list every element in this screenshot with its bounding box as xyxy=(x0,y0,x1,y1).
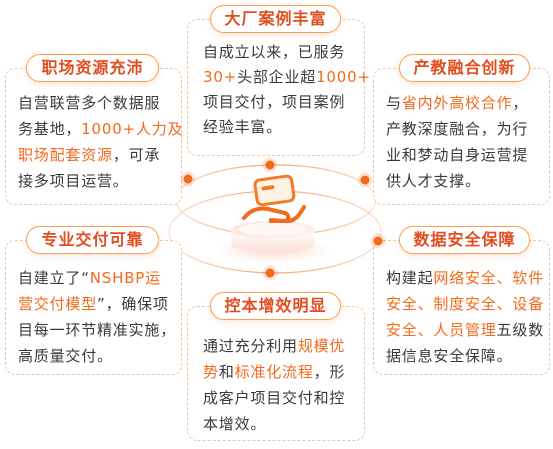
card-text-line: 据信息安全保障。 xyxy=(386,343,544,369)
card-text-line: 目每一环节精准实施， xyxy=(18,317,176,343)
highlight-text: 30+ xyxy=(203,68,238,86)
card-text: 本增效。 xyxy=(203,415,267,433)
card-text-line: 接多项目运营。 xyxy=(18,168,183,194)
card-text-line: 自建立了“NSHBP运 xyxy=(18,265,176,291)
card-text-line: 成客户项目交付和控 xyxy=(203,385,345,411)
card-text: 接多项目运营。 xyxy=(18,172,129,190)
highlight-text: 省内外高校合作 xyxy=(401,94,513,112)
card-text-line: 产教深度融合，为行 xyxy=(386,116,528,142)
card-text-line: 30+头部企业超1000+ xyxy=(203,65,371,90)
highlight-text: 网络安全、软件 xyxy=(433,269,545,287)
card-title-tag: 大厂案例丰富 xyxy=(210,5,341,33)
highlight-text: 职场配套资源 xyxy=(18,146,113,164)
card-text: 自建立了“ xyxy=(18,269,90,287)
feature-card-resources: 职场资源充沛 自营联营多个数据服务基地，1000+人力及职场配套资源，可承接多项… xyxy=(5,54,183,205)
card-title-tag: 数据安全保障 xyxy=(399,226,530,254)
card-text-line: 高质量交付。 xyxy=(18,343,176,369)
feature-card-delivery: 专业交付可靠 自建立了“NSHBP运营交付模型”，确保项目每一环节精准实施，高质… xyxy=(5,226,182,375)
card-text-line: 构建起网络安全、软件 xyxy=(386,265,544,291)
hand-holding-card-icon xyxy=(242,174,306,223)
card-text-line: 营交付模型”，确保项 xyxy=(18,291,176,317)
highlight-text: 营交付模型 xyxy=(18,295,98,313)
card-title-tag: 专业交付可靠 xyxy=(26,226,159,254)
highlight-text: 1000+人力及 xyxy=(81,120,184,138)
card-text: 自成立以来，已服务 xyxy=(203,43,346,61)
card-text: 成客户项目交付和控 xyxy=(203,389,346,407)
card-text-line: 业和梦动自身运营提 xyxy=(386,142,528,168)
card-text: 头部企业超 xyxy=(237,68,317,86)
card-body: 构建起网络安全、软件安全、制度安全、设备安全、人员管理五级数据信息安全保障。 xyxy=(386,265,544,369)
card-text-line: 自成立以来，已服务 xyxy=(203,40,371,65)
card-text-line: 安全、制度安全、设备 xyxy=(386,291,544,317)
card-text: 产教深度融合，为行 xyxy=(386,120,529,138)
card-title-tag: 控本增效明显 xyxy=(210,292,341,320)
card-text-line: 通过充分利用规模优 xyxy=(203,333,345,359)
card-body: 自建立了“NSHBP运营交付模型”，确保项目每一环节精准实施，高质量交付。 xyxy=(18,265,176,369)
highlight-text: 安全、人员管理 xyxy=(386,321,497,339)
card-text: 与 xyxy=(386,94,402,112)
card-text: 经验丰富。 xyxy=(203,118,283,136)
card-text-line: 经验丰富。 xyxy=(203,115,371,140)
card-text-line: 势和标准化流程，形 xyxy=(203,359,345,385)
card-text: 自营联营多个数据服 xyxy=(18,94,161,112)
card-text: 通过充分利用 xyxy=(203,337,298,355)
card-text-line: 安全、人员管理五级数 xyxy=(386,317,544,343)
card-text: 五级数 xyxy=(496,321,545,339)
card-text-line: 供人才支撑。 xyxy=(386,168,528,194)
card-text-line: 与省内外高校合作， xyxy=(386,90,528,116)
card-text: ，形 xyxy=(313,363,346,381)
card-body: 自成立以来，已服务 30+头部企业超1000+ 项目交付，项目案例经验丰富。 xyxy=(203,40,371,140)
card-text: 业和梦动自身运营提 xyxy=(386,146,529,164)
card-body: 通过充分利用规模优势和标准化流程，形成客户项目交付和控本增效。 xyxy=(203,333,345,437)
card-body: 与省内外高校合作， 产教深度融合，为行业和梦动自身运营提供人才支撑。 xyxy=(386,90,528,194)
card-text: 供人才支撑。 xyxy=(386,172,481,190)
feature-card-efficiency: 控本增效明显 通过充分利用规模优势和标准化流程，形成客户项目交付和控本增效。 xyxy=(187,292,365,441)
card-text-line: 职场配套资源，可承 xyxy=(18,142,183,168)
highlight-text: 标准化流程 xyxy=(234,363,314,381)
card-title-tag: 产教融合创新 xyxy=(399,54,530,82)
card-text-line: 本增效。 xyxy=(203,411,345,437)
feature-card-education: 产教融合创新 与省内外高校合作， 产教深度融合，为行业和梦动自身运营提供人才支撑。 xyxy=(373,54,550,205)
card-text: ，可承 xyxy=(112,146,161,164)
card-text: 项目交付，项目案例 xyxy=(203,93,346,111)
card-text: ， xyxy=(512,94,529,112)
card-text: 构建起 xyxy=(386,269,434,287)
card-body: 自营联营多个数据服务基地，1000+人力及职场配套资源，可承接多项目运营。 xyxy=(18,90,183,194)
card-text: 高质量交付。 xyxy=(18,347,113,365)
card-text: 目每一环节精准实施， xyxy=(18,321,177,339)
highlight-text: 势 xyxy=(203,363,219,381)
feature-card-security: 数据安全保障 构建起网络安全、软件安全、制度安全、设备安全、人员管理五级数据信息… xyxy=(373,226,550,375)
card-text-line: 项目交付，项目案例 xyxy=(203,90,371,115)
card-text: ”，确保项 xyxy=(97,295,169,313)
card-text: 和 xyxy=(218,363,235,381)
feature-card-cases: 大厂案例丰富 自成立以来，已服务 30+头部企业超1000+ 项目交付，项目案例经验… xyxy=(187,5,370,156)
card-text: 据信息安全保障。 xyxy=(386,347,513,365)
highlight-text: 1000+ xyxy=(316,68,371,86)
card-text-line: 自营联营多个数据服 xyxy=(18,90,183,116)
card-title-tag: 职场资源充沛 xyxy=(26,54,159,82)
card-text-line: 务基地，1000+人力及 xyxy=(18,116,183,142)
pedestal xyxy=(213,221,333,263)
highlight-text: 规模优 xyxy=(297,337,346,355)
highlight-text: 安全、制度安全、设备 xyxy=(386,295,545,313)
highlight-text: NSHBP运 xyxy=(89,269,161,287)
card-text: 务基地， xyxy=(18,120,82,138)
